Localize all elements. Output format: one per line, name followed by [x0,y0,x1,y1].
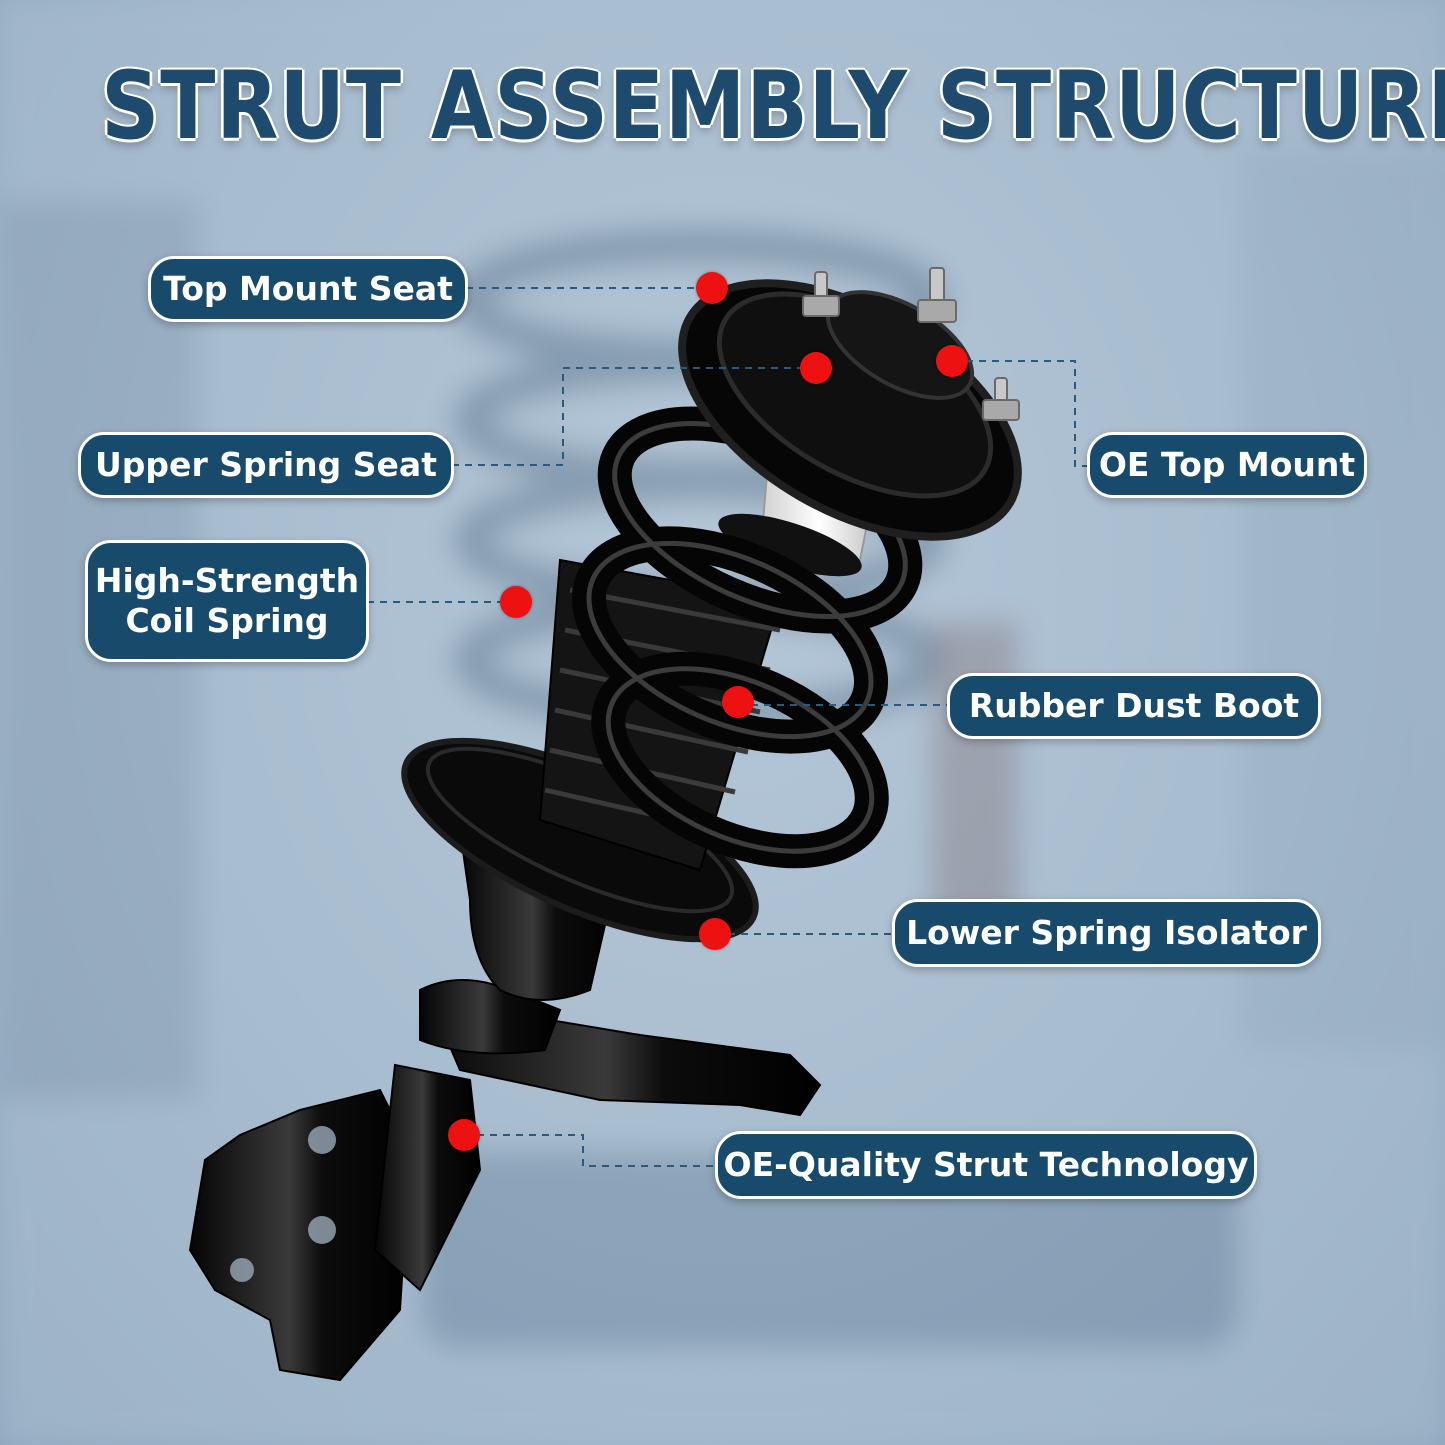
marker-strut-technology [448,1119,480,1151]
label-strut-technology: OE-Quality Strut Technology [715,1131,1257,1199]
label-rubber-dust-boot-text: Rubber Dust Boot [968,686,1300,726]
upper-mount [678,279,1022,541]
marker-top-mount-seat [696,272,728,304]
label-lower-spring-isolator: Lower Spring Isolator [892,899,1321,967]
label-oe-top-mount-text: OE Top Mount [1098,445,1356,485]
label-upper-spring-seat-text: Upper Spring Seat [95,445,437,485]
label-lower-spring-isolator-text: Lower Spring Isolator [906,913,1307,953]
label-strut-technology-text: OE-Quality Strut Technology [723,1145,1249,1185]
label-coil-spring-line2: Coil Spring [125,601,329,640]
label-coil-spring: High-Strength Coil Spring [85,540,369,662]
label-oe-top-mount: OE Top Mount [1087,432,1367,498]
marker-oe-top-mount [936,345,968,377]
label-rubber-dust-boot: Rubber Dust Boot [947,673,1321,739]
marker-upper-spring-seat [800,352,832,384]
marker-lower-isolator [699,918,731,950]
label-top-mount-seat-text: Top Mount Seat [163,269,453,309]
strut-tube [373,1063,482,1292]
marker-dust-boot [722,686,754,718]
page-title: STRUT ASSEMBLY STRUCTURE [100,51,1445,162]
marker-coil-spring [500,586,532,618]
label-coil-spring-line1: High-Strength [94,561,360,601]
label-upper-spring-seat: Upper Spring Seat [78,432,454,498]
label-top-mount-seat: Top Mount Seat [148,256,468,322]
